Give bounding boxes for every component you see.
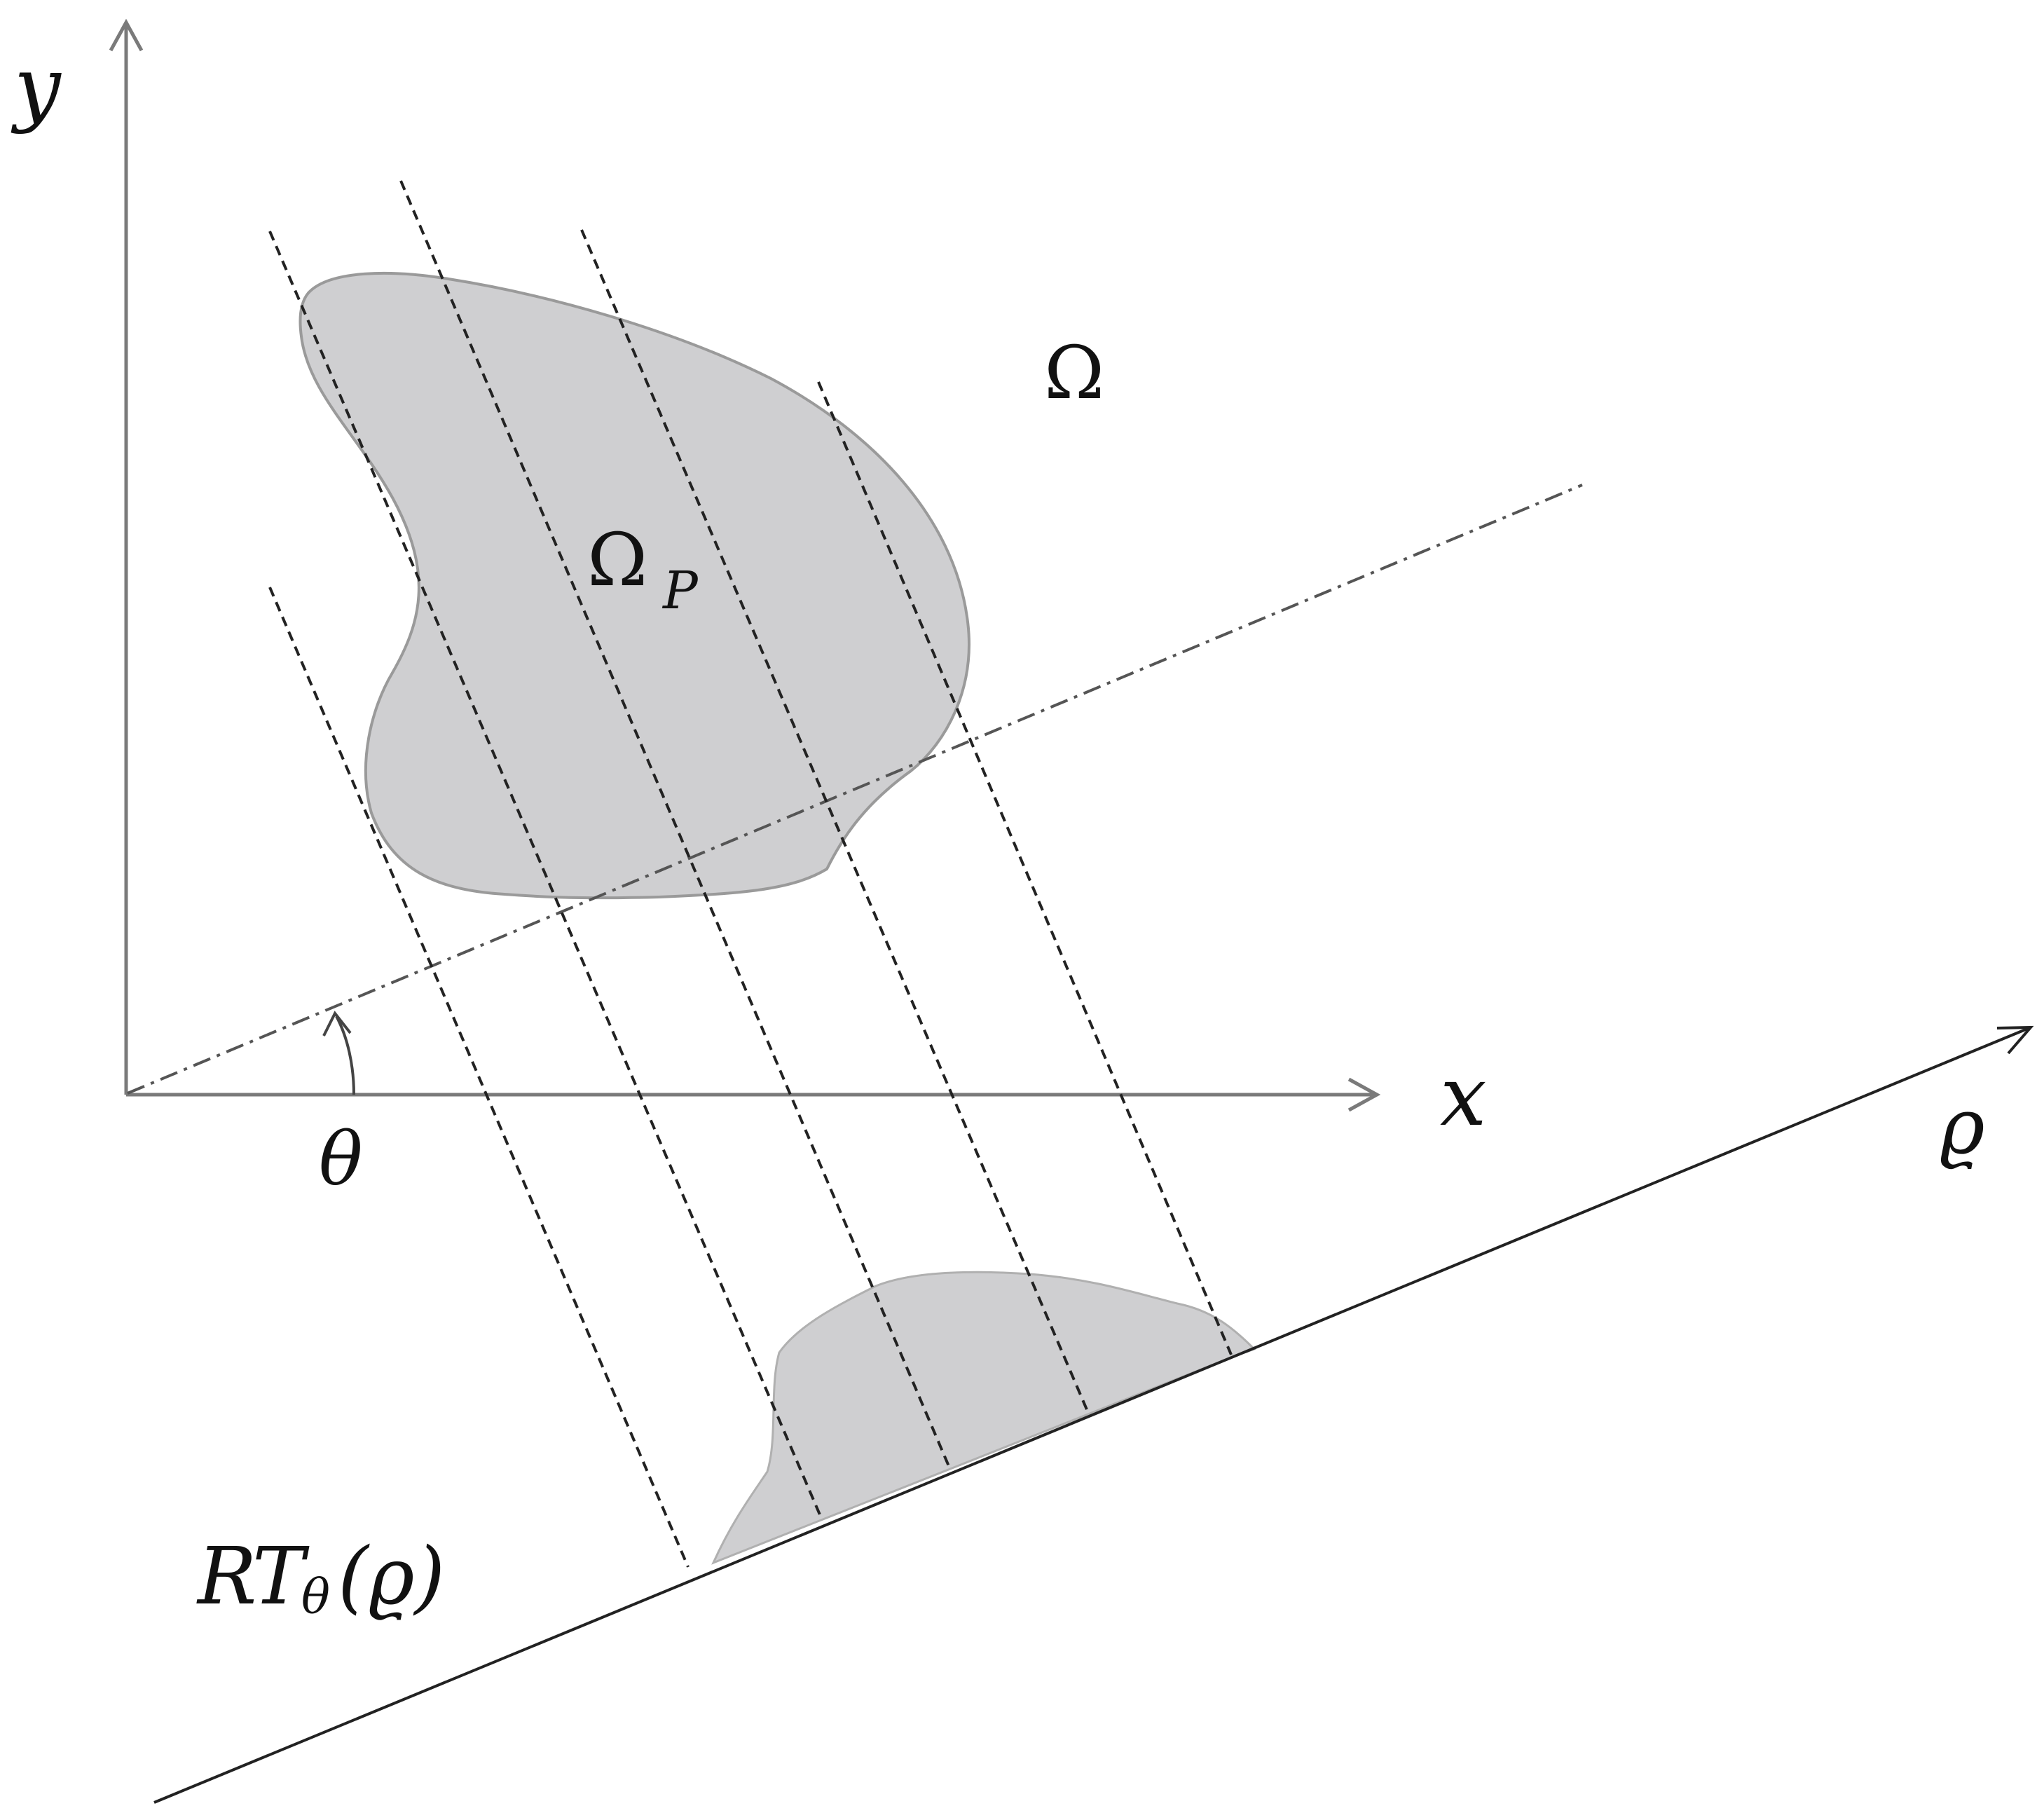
omega-p-subscript: P	[661, 561, 699, 621]
x-axis-arrowhead	[1347, 1077, 1381, 1112]
projection-ray	[268, 587, 690, 1568]
radon-transform-label: R T θ (ϱ)	[196, 1531, 445, 1625]
radon-r: R	[196, 1531, 256, 1622]
theta-arc-arrowhead	[322, 1011, 352, 1036]
y-axis-arrowhead	[109, 18, 144, 52]
theta-angle-arc	[335, 1015, 355, 1095]
radon-subscript-theta: θ	[301, 1570, 330, 1625]
projection-ray	[399, 180, 950, 1467]
radon-t: T	[252, 1531, 310, 1622]
projection-profile	[711, 1271, 1256, 1565]
theta-label: θ	[319, 1116, 363, 1202]
x-axis-label: x	[1440, 1048, 1487, 1144]
rho-axis-line	[153, 1026, 2031, 1804]
omega-p-main: Ω	[587, 517, 647, 603]
rotated-axis-dashdot	[127, 484, 1583, 1095]
projection-rays	[268, 180, 1233, 1568]
radon-argument: (ϱ)	[338, 1531, 445, 1622]
omega-label: Ω	[1044, 330, 1104, 416]
rho-axis-arrowhead	[1996, 1025, 2034, 1055]
projection-ray	[268, 231, 823, 1519]
rho-axis-label: ϱ	[1940, 1081, 1985, 1171]
projection-ray	[580, 229, 1090, 1414]
omega-p-label: Ω P	[587, 517, 699, 621]
y-axis-label: y	[11, 39, 62, 135]
